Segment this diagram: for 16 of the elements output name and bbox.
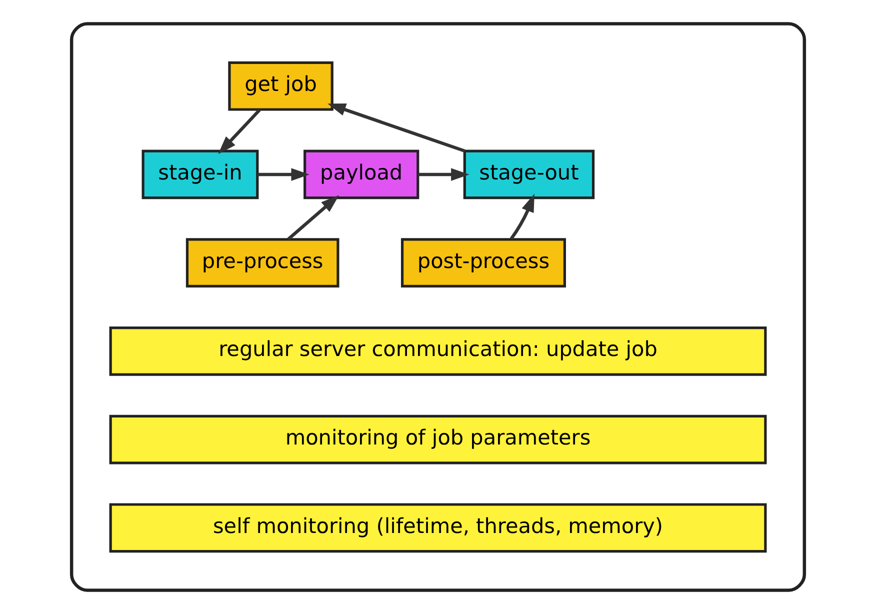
- node-box: get job: [228, 61, 333, 111]
- arrow: [327, 104, 465, 153]
- node-box: payload: [303, 150, 419, 200]
- node-box: pre-process: [185, 238, 339, 288]
- node-box: regular server communication: update job: [108, 326, 766, 376]
- node-box: post-process: [400, 238, 566, 288]
- arrow: [257, 168, 309, 181]
- cluster: [69, 22, 806, 592]
- arrow: [417, 168, 469, 181]
- node-box: monitoring of job parameters: [108, 414, 766, 464]
- arrow: [286, 195, 339, 240]
- node-box: stage-in: [141, 150, 258, 200]
- arrow: [509, 194, 534, 240]
- arrow: [218, 108, 260, 154]
- node-box: self monitoring (lifetime, threads, memory): [108, 503, 766, 553]
- node-box: stage-out: [462, 150, 594, 200]
